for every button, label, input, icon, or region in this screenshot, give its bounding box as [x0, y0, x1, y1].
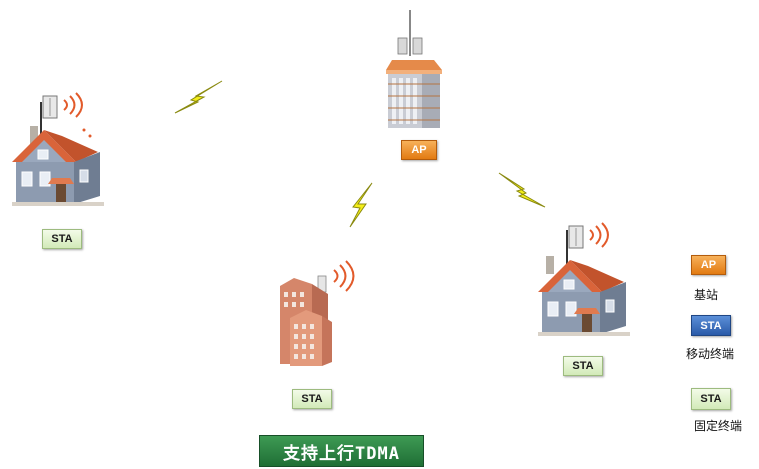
- tdma-banner: 支持上行TDMA: [259, 435, 424, 467]
- sta-center-badge: STA: [292, 389, 332, 409]
- antenna-icon: [566, 225, 584, 268]
- lightning-bolt-icon: [349, 182, 373, 228]
- apartment-building-icon: [280, 260, 355, 366]
- lightning-bolt-icon: [498, 172, 546, 208]
- sta-left-badge: STA: [42, 229, 82, 249]
- legend-fixed-label: 固定终端: [694, 419, 743, 433]
- legend-ap-label: 基站: [694, 288, 719, 302]
- signal-waves-icon: [63, 92, 83, 118]
- sta-right-badge: STA: [563, 356, 603, 376]
- signal-waves-icon: [333, 260, 355, 292]
- legend-ap-badge: AP: [691, 255, 726, 275]
- legend-fixed-badge: STA: [691, 388, 731, 410]
- antenna-icon: [397, 10, 423, 56]
- ap-badge: AP: [401, 140, 437, 160]
- office-tower-icon: [386, 10, 442, 128]
- house-icon: [12, 92, 104, 206]
- house-icon: [538, 222, 630, 336]
- legend-mobile-badge: STA: [691, 315, 731, 336]
- signal-waves-icon: [589, 222, 609, 248]
- lightning-bolt-icon: [174, 80, 223, 114]
- legend-mobile-label: 移动终端: [686, 347, 735, 361]
